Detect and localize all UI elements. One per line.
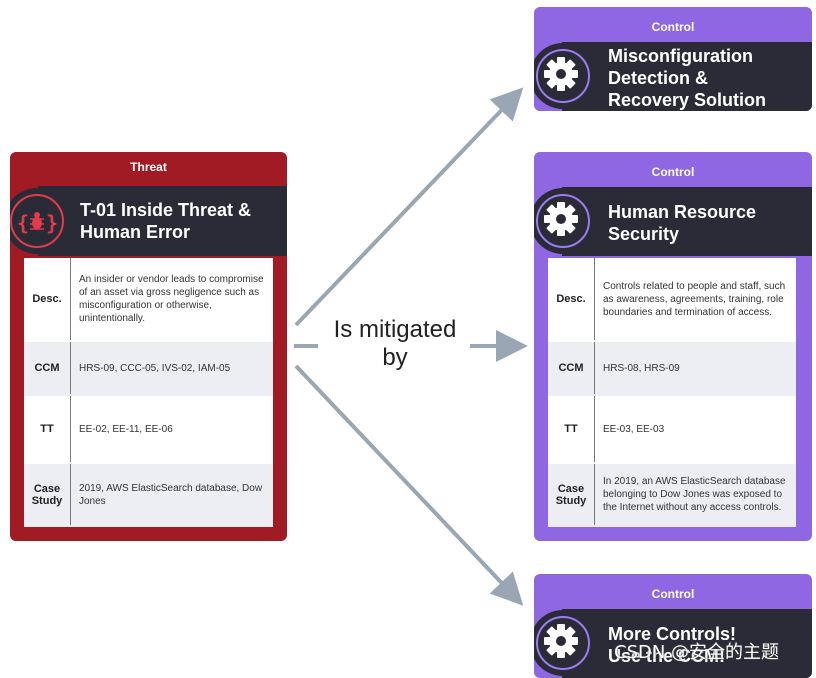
row-head: Desc. (548, 258, 595, 340)
card-label: Threat (130, 160, 167, 174)
title-bar: Misconfiguration Detection & Recovery So… (562, 42, 812, 111)
watermark: CSDN @安全的主题 (614, 642, 780, 663)
row-head: TT (24, 396, 71, 462)
row-body: In 2019, an AWS ElasticSearch database b… (603, 476, 786, 513)
row-body: HRS-09, CCC-05, IVS-02, IAM-05 (79, 362, 231, 374)
control-card: Control Misconfiguration Detection & Rec… (534, 7, 812, 111)
svg-text:{: { (17, 211, 29, 235)
row-head: CCM (24, 342, 71, 394)
gear-icon (544, 57, 578, 91)
control-emblem (534, 188, 596, 254)
card-label: Control (651, 587, 695, 601)
control-title: More Controls! Use the CCM! (608, 624, 736, 666)
arrow-to-misconfiguration (294, 87, 524, 327)
row-head: Case Study (24, 464, 71, 525)
gear-icon (544, 624, 578, 658)
row-body: Controls related to people and staff, su… (603, 280, 786, 318)
table-row: TT EE-02, EE-11, EE-06 (24, 396, 273, 464)
control-title: Human Resource Security (608, 202, 757, 244)
row-body: EE-02, EE-11, EE-06 (79, 423, 173, 435)
svg-text:}: } (46, 211, 58, 235)
table-row: Desc. An insider or vendor leads to comp… (24, 258, 273, 342)
control-title: Misconfiguration Detection & Recovery So… (608, 46, 767, 110)
table-row: Case Study In 2019, an AWS ElasticSearch… (548, 464, 796, 527)
control-card: Control More Controls! Use the CCM! (534, 574, 812, 678)
control-rows: Desc. Controls related to people and sta… (548, 258, 796, 527)
arrow-to-more-controls (294, 364, 524, 606)
gear-icon (544, 202, 578, 236)
threat-rows: Desc. An insider or vendor leads to comp… (24, 258, 273, 527)
table-row: CCM HRS-08, HRS-09 (548, 342, 796, 396)
title-bar: Human Resource Security (562, 187, 812, 256)
bug-icon: { } (17, 211, 58, 235)
title-bar: More Controls! Use the CCM! (562, 609, 812, 678)
edge-label: Is mitigated by (333, 316, 457, 371)
threat-emblem: { } (10, 188, 70, 254)
row-head: CCM (548, 342, 595, 394)
card-label: Control (651, 20, 695, 34)
row-body: EE-03, EE-03 (603, 423, 665, 435)
table-row: CCM HRS-09, CCC-05, IVS-02, IAM-05 (24, 342, 273, 396)
table-row: Desc. Controls related to people and sta… (548, 258, 796, 342)
title-bar: T-01 Inside Threat & Human Error (38, 186, 287, 256)
threat-card: Threat T-01 Inside Threat & Human Error … (10, 152, 287, 541)
table-row: Case Study 2019, AWS ElasticSearch datab… (24, 464, 273, 527)
row-body: HRS-08, HRS-09 (603, 362, 680, 374)
card-label: Control (651, 165, 695, 179)
control-card: Control Human Resource Security Desc. Co… (534, 152, 812, 541)
row-head: Desc. (24, 258, 71, 340)
row-body: 2019, AWS ElasticSearch database, Dow Jo… (79, 482, 263, 507)
row-body: An insider or vendor leads to compromise… (79, 274, 264, 324)
control-emblem (534, 43, 596, 109)
table-row: TT EE-03, EE-03 (548, 396, 796, 464)
threat-title: T-01 Inside Threat & Human Error (80, 200, 252, 242)
row-head: Case Study (548, 464, 595, 525)
control-emblem (534, 610, 596, 676)
row-head: TT (548, 396, 595, 462)
